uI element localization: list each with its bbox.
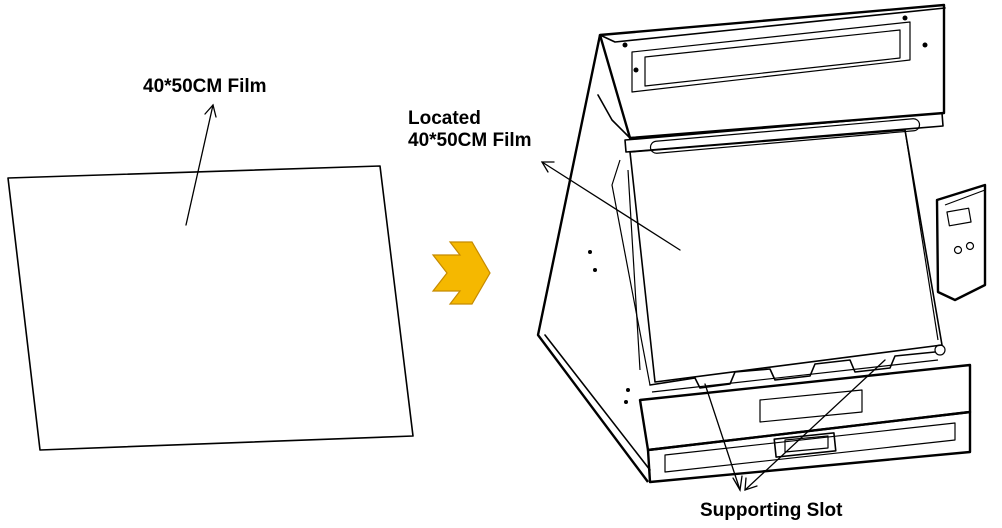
film-label: 40*50CM Film [143, 76, 267, 97]
film-sheet [7, 165, 414, 451]
film-callout-arrow [185, 103, 217, 226]
located-film-callout-arrow [540, 161, 681, 251]
located-film-label-line2: 40*50CM Film [408, 130, 532, 151]
supporting-slot-callout-arrows [704, 359, 886, 492]
supporting-slot-label: Supporting Slot [700, 500, 843, 521]
direction-arrow-icon [431, 241, 491, 305]
located-film-label-line1: Located [408, 108, 481, 129]
film-viewer-cabinet [536, 3, 987, 484]
